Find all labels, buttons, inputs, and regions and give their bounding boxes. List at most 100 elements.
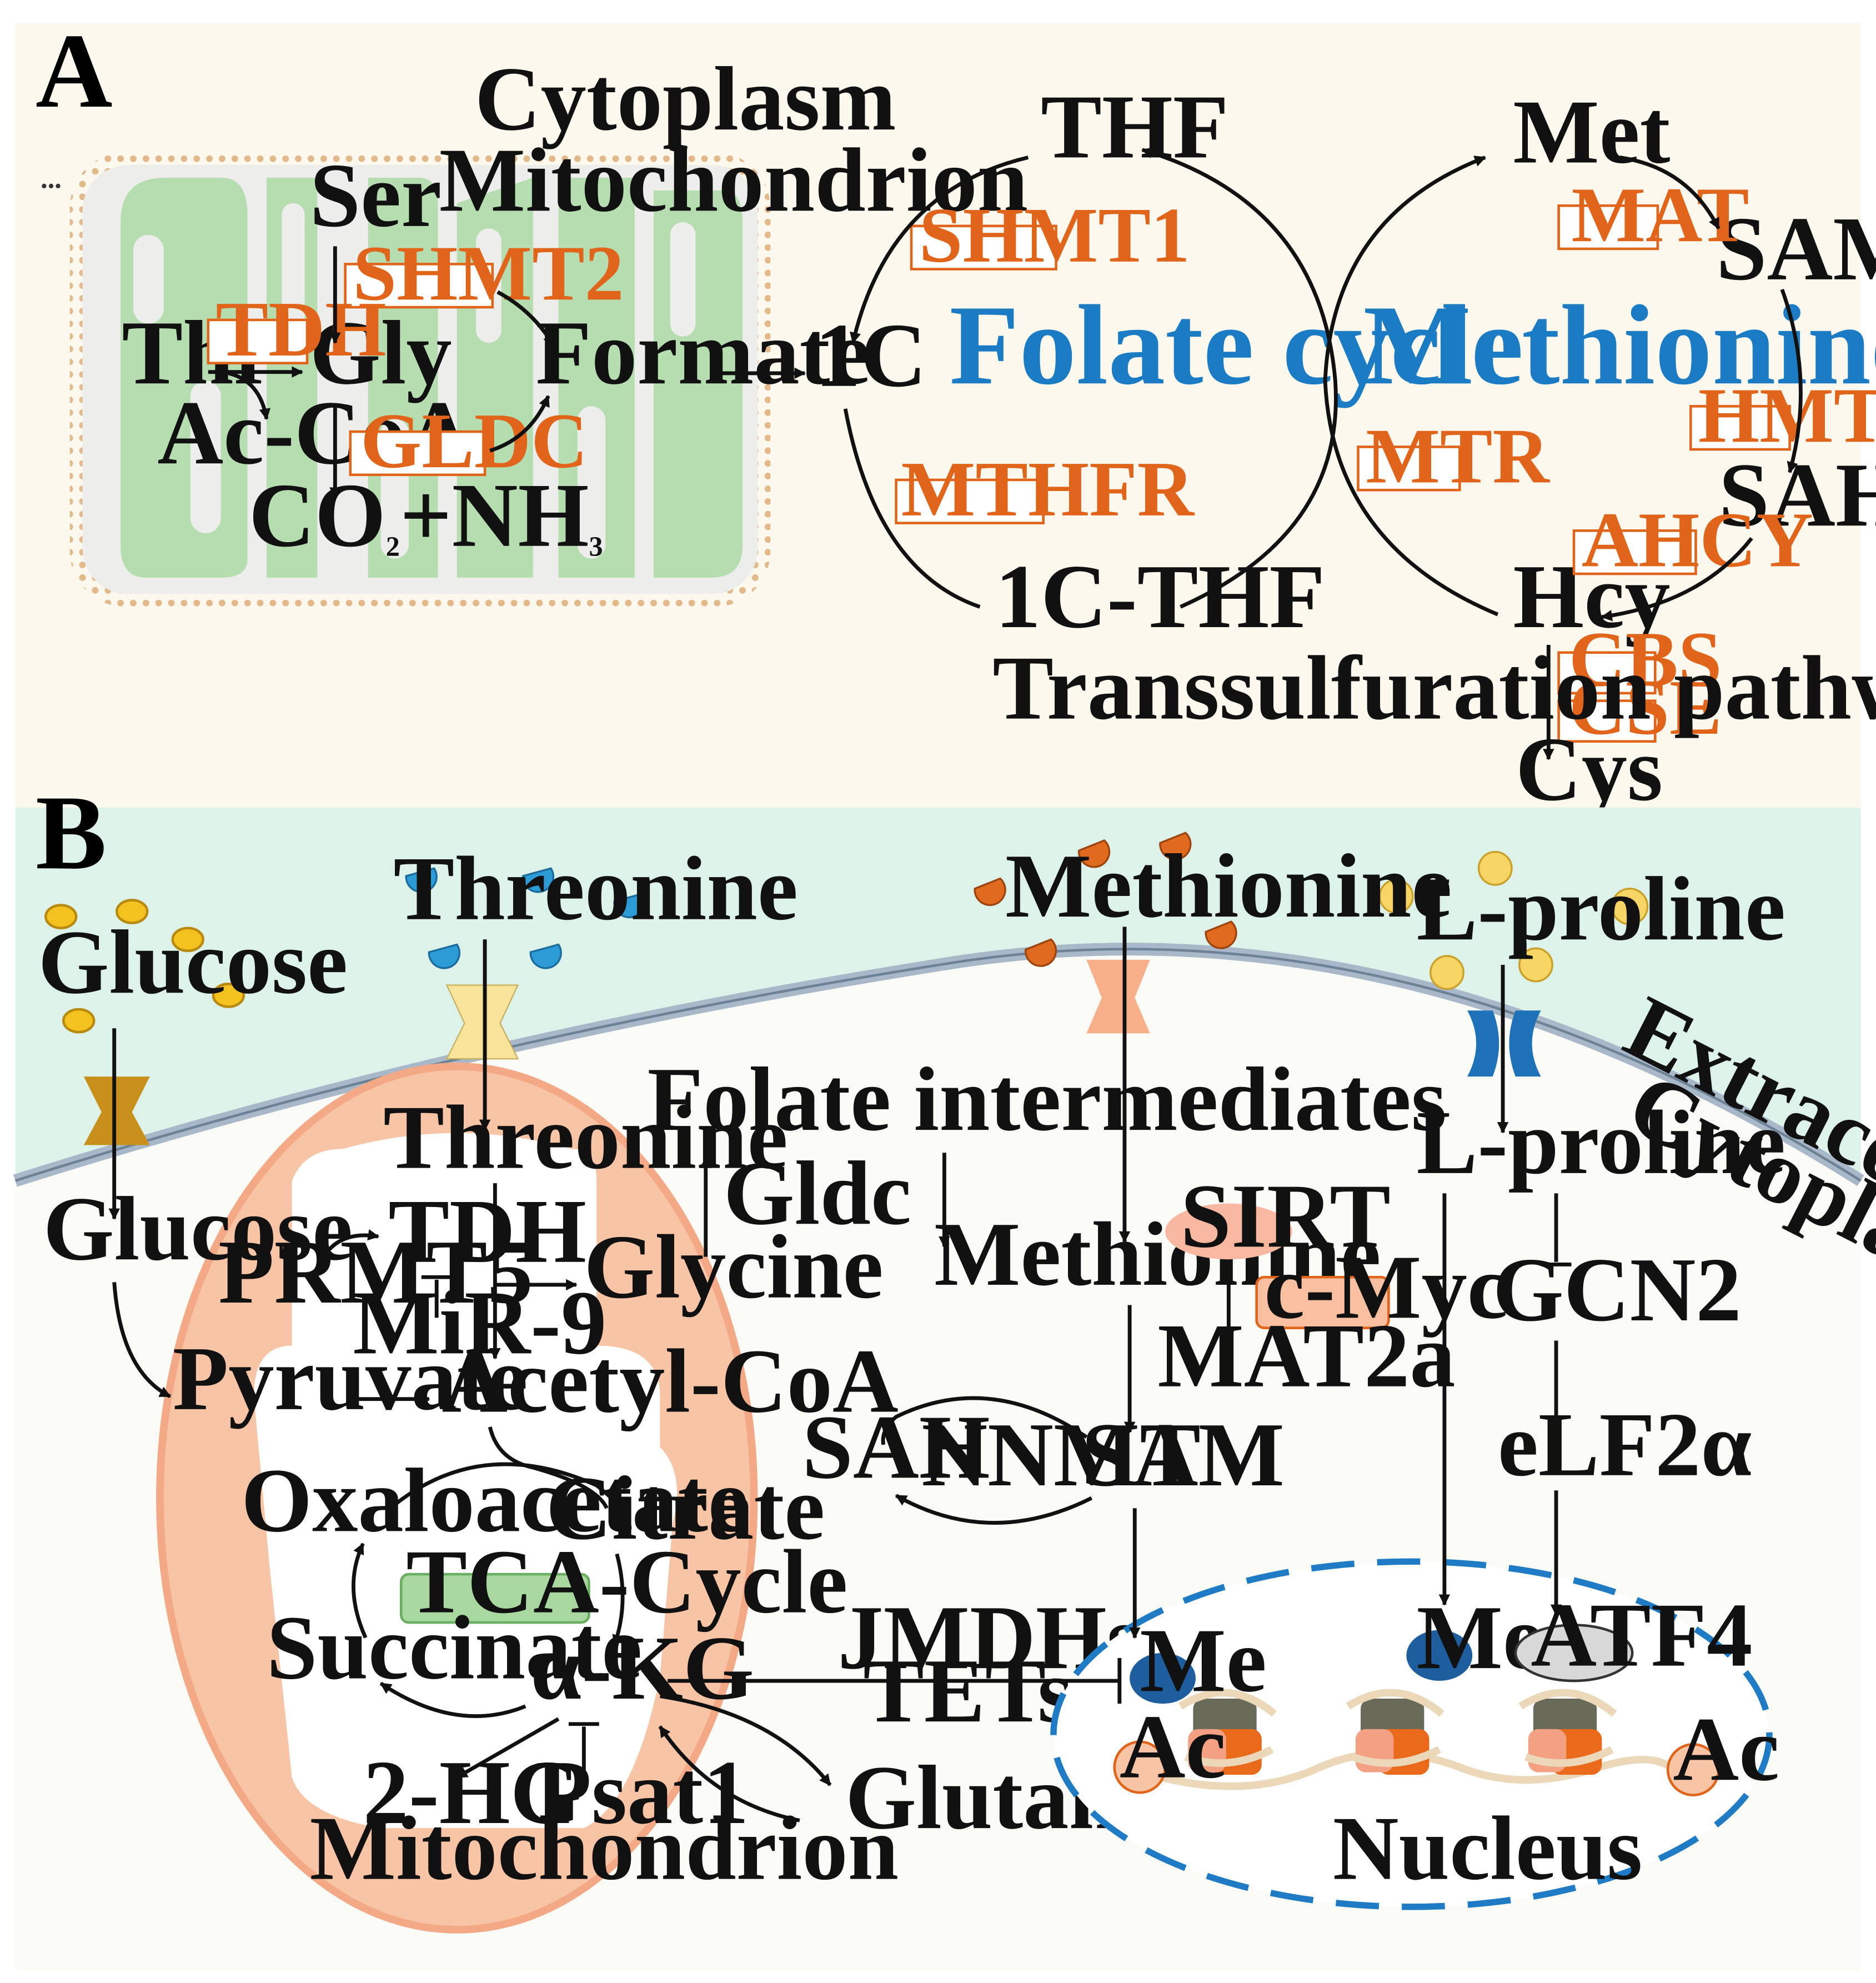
enzyme-box-mat bbox=[1557, 204, 1659, 251]
panel-a-mito-arrows bbox=[208, 246, 806, 499]
gldc-label: Gldc bbox=[724, 1142, 911, 1244]
enzyme-gldc: GLDC bbox=[360, 397, 588, 484]
glucose-out-label: Glucose bbox=[38, 911, 348, 1013]
mitochondrion-b-inner bbox=[254, 1133, 677, 1829]
enzyme-box-hmt bbox=[1689, 405, 1791, 451]
folate-cycle-label: Folate cycle bbox=[950, 282, 1524, 408]
proline-transporter bbox=[1467, 1010, 1541, 1077]
lproline-in-label: L-proline bbox=[1417, 1091, 1785, 1193]
tdh-label-b: TDH bbox=[388, 1180, 586, 1282]
pyruvate-label: Pyruvate bbox=[173, 1328, 528, 1429]
enzyme-box-mtr bbox=[1357, 445, 1461, 492]
enzyme-mthfr: MTHFR bbox=[901, 445, 1195, 533]
atf4-label: ATF4 bbox=[1531, 1584, 1752, 1686]
tets-label: TETs bbox=[863, 1640, 1073, 1741]
formate-label: Formate bbox=[535, 302, 870, 403]
panel-a-dots: ... bbox=[41, 163, 62, 194]
me-badge-2 bbox=[1406, 1630, 1473, 1681]
methionine-molecules bbox=[974, 832, 1237, 967]
threonine-out-label: Threonine bbox=[394, 838, 798, 939]
panel-b-label: B bbox=[36, 773, 107, 892]
tca-cycle-box bbox=[399, 1573, 590, 1624]
ser-label: Ser bbox=[310, 144, 442, 246]
panel-b-arrows bbox=[108, 927, 1572, 1822]
panel-a: A ... Cytoplasm Mitochondrion Ser Thr Gl… bbox=[15, 12, 1876, 820]
citrate-label: Citrate bbox=[546, 1457, 825, 1559]
sirt-badge bbox=[1165, 1203, 1292, 1260]
enzyme-box-mthfr bbox=[895, 478, 1045, 524]
cmyc-box bbox=[1255, 1275, 1390, 1329]
panel-a-label: A bbox=[36, 12, 113, 130]
mat2a-label: MAT2a bbox=[1157, 1305, 1455, 1406]
threonine-in-label: Threonine bbox=[383, 1086, 787, 1188]
mitochondrion-label-a: Mitochondrion bbox=[439, 129, 1028, 231]
enzyme-ahcy: AHCY bbox=[1582, 496, 1813, 583]
succinate-label: Succinate bbox=[267, 1596, 642, 1698]
enzyme-hmt: HMT bbox=[1698, 372, 1876, 459]
folate-intermediates-label: Folate intermediates bbox=[648, 1048, 1447, 1150]
enzyme-mat: MAT bbox=[1571, 171, 1749, 258]
elf2a-label: eLF2α bbox=[1498, 1394, 1752, 1495]
enzyme-box-shmt2 bbox=[344, 263, 494, 309]
lproline-out-label: L-proline bbox=[1417, 858, 1785, 959]
me-badge-1 bbox=[1130, 1652, 1196, 1704]
folate-cycle-arrows bbox=[843, 147, 1338, 609]
threonine-transporter bbox=[445, 984, 519, 1060]
enzyme-box-shmt1 bbox=[910, 224, 1057, 271]
glucose-in-label: Glucose bbox=[43, 1178, 353, 1279]
methionine-out-label: Methionine bbox=[1005, 835, 1452, 937]
akg-label: α-KG bbox=[530, 1617, 754, 1719]
nucleosomes bbox=[1178, 1689, 1617, 1775]
two-hg-label: 2-HG bbox=[363, 1741, 581, 1843]
me-label-1: Me bbox=[1140, 1609, 1266, 1711]
enzyme-tdh-a: TDH bbox=[216, 286, 387, 373]
glucose-transporter bbox=[83, 1076, 150, 1145]
mitochondrion-label-b: Mitochondrion bbox=[310, 1797, 899, 1899]
enzyme-box-cbs bbox=[1557, 651, 1657, 695]
methionine-cycle-label: Methionine cycle bbox=[1363, 282, 1876, 408]
methionine-cycle-arrows bbox=[1323, 156, 1803, 760]
enzyme-box-tdh-a bbox=[207, 318, 309, 364]
one-c-label: 1C bbox=[815, 304, 926, 406]
thf-label: THF bbox=[1041, 76, 1228, 177]
enzyme-box-gldc bbox=[349, 430, 486, 477]
enzyme-shmt1: SHMT1 bbox=[919, 192, 1190, 279]
psat1-label: Psat1 bbox=[535, 1741, 749, 1843]
sah-label-b: SAH bbox=[802, 1396, 990, 1498]
nucleus-label: Nucleus bbox=[1333, 1797, 1643, 1899]
ac-badge-2 bbox=[1666, 1743, 1720, 1797]
me-label-2: Me bbox=[1417, 1586, 1543, 1688]
mir9-label: MiR-9 bbox=[353, 1271, 606, 1373]
enzyme-shmt2: SHMT2 bbox=[353, 229, 624, 317]
proline-molecules bbox=[1378, 850, 1649, 990]
cmyc-label: c-Myc bbox=[1264, 1236, 1507, 1338]
methionine-transporter bbox=[1086, 959, 1150, 1034]
acetyl-coa-label: Acetyl-CoA bbox=[442, 1330, 898, 1432]
glucose-molecules bbox=[44, 899, 245, 1034]
ac-label-2: Ac bbox=[1673, 1698, 1779, 1800]
tca-cycle-label: TCA-Cycle bbox=[406, 1531, 847, 1633]
transsulfuration-label: Transsulfuration pathway bbox=[992, 637, 1876, 739]
ac-label-1: Ac bbox=[1120, 1696, 1226, 1797]
glycine-label: Glycine bbox=[584, 1216, 883, 1318]
threonine-molecules bbox=[405, 867, 646, 969]
cys-label: Cys bbox=[1516, 718, 1663, 820]
sam-label-a: SAM bbox=[1716, 198, 1876, 299]
atf4-badge bbox=[1514, 1624, 1634, 1682]
co2-nh3-label: CO2+NH3 bbox=[249, 464, 603, 566]
enzyme-cbs: CBS bbox=[1569, 615, 1722, 703]
enzyme-box-ahcy bbox=[1572, 529, 1697, 575]
ac-badge-1 bbox=[1113, 1740, 1167, 1794]
one-c-thf-label: 1C-THF bbox=[995, 545, 1325, 647]
enzyme-mtr: MTR bbox=[1366, 413, 1550, 500]
gcn2-label: GCN2 bbox=[1493, 1239, 1742, 1340]
sam-label-b: SAM bbox=[1081, 1404, 1285, 1505]
met-label: Met bbox=[1513, 81, 1670, 183]
enzyme-box-cse bbox=[1557, 699, 1657, 743]
enzyme-cse: CSE bbox=[1569, 664, 1722, 751]
sirt-label: SIRT bbox=[1181, 1165, 1391, 1266]
cytoplasm-label-a: Cytoplasm bbox=[475, 48, 896, 149]
panel-b: B Glucose Threonine Methionine L-proline… bbox=[13, 773, 1876, 1971]
dna-strand bbox=[1141, 1749, 1673, 1790]
